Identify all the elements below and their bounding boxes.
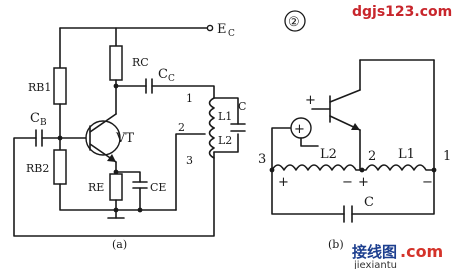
plus-sign-l2: + — [278, 175, 289, 190]
rc-label: RC — [132, 56, 149, 69]
figure-number: ② — [288, 15, 300, 30]
ground-rail — [59, 183, 177, 211]
source-plus: + — [294, 122, 305, 137]
rb2-resistor — [53, 149, 67, 185]
bottom-capacitor — [343, 205, 353, 223]
re-label: RE — [88, 181, 104, 194]
caption-a: (a) — [112, 238, 127, 251]
tap3-label: 3 — [186, 154, 193, 167]
bottom-c-wire — [271, 169, 435, 215]
bottom-c-label: C — [364, 195, 374, 210]
cb-capacitor — [35, 129, 43, 147]
ce-label: CE — [150, 181, 166, 194]
l1-label: L1 — [218, 110, 232, 123]
node2-label: 2 — [368, 149, 376, 164]
plus-sign-l1: + — [358, 175, 369, 190]
minus-sign-l2: − — [342, 175, 353, 190]
watermark-top: dgjs123.com — [352, 4, 452, 20]
ce-wire-top — [115, 171, 141, 183]
l2-b-label: L2 — [320, 147, 337, 162]
tank-c-label: C — [238, 100, 246, 113]
transistor-b-collector — [329, 89, 361, 103]
node1-label: 1 — [443, 149, 451, 164]
rc-resistor — [109, 45, 123, 81]
source-left-wire — [271, 127, 291, 171]
cc-label: C — [158, 67, 168, 82]
node2-dot — [359, 167, 365, 173]
l2-label: L2 — [218, 134, 232, 147]
cc-capacitor — [145, 78, 153, 94]
ce-capacitor — [132, 181, 148, 189]
watermark-bottom-com: .com — [400, 242, 443, 261]
cc-label-sub: C — [168, 74, 175, 84]
watermark-bottom-url: jiexiantu — [353, 260, 397, 269]
feedback-wire — [13, 137, 215, 237]
rb1-label: RB1 — [28, 81, 51, 94]
caption-b: (b) — [328, 238, 344, 251]
figure-b: ② + + 3 2 1 L2 L1 + − + − C — [258, 10, 451, 251]
coil-l2-l1 — [271, 164, 435, 171]
minus-sign-l1: − — [422, 175, 433, 190]
tank-c-wires — [213, 97, 239, 153]
figure-a: E C RB1 RB2 C B VT RC C C — [13, 22, 246, 251]
transistor-label: VT — [115, 131, 134, 146]
supply-label: E — [217, 22, 227, 37]
plus-sign-collector: + — [305, 93, 316, 108]
emitter-b-arrow-icon — [351, 123, 360, 130]
cb-label: C — [30, 111, 40, 126]
l1-b-label: L1 — [398, 147, 415, 162]
cc-wire-right — [151, 85, 215, 99]
emitter-arrow-icon — [107, 154, 116, 162]
rb2-label: RB2 — [26, 162, 49, 175]
l2-coil — [208, 127, 215, 159]
figure-number-circle — [284, 10, 306, 32]
watermark-bottom-cn: 接线图 — [352, 243, 397, 261]
tap2-wire — [175, 133, 206, 211]
node3-label: 3 — [258, 152, 266, 167]
supply-label-sub: C — [228, 29, 235, 39]
l1-coil — [208, 97, 215, 129]
ground-junction — [113, 207, 119, 213]
ce-ground-junction — [137, 207, 143, 213]
tap1-label: 1 — [186, 92, 193, 105]
cb-label-sub: B — [40, 118, 47, 128]
transistor-vt — [85, 120, 121, 156]
supply-terminal — [206, 24, 214, 32]
tank-capacitor — [230, 123, 246, 132]
re-resistor — [109, 173, 123, 201]
rb1-resistor — [53, 67, 67, 105]
source-lead — [300, 137, 319, 147]
transistor-collector — [89, 113, 117, 133]
tap2-label: 2 — [178, 121, 185, 134]
